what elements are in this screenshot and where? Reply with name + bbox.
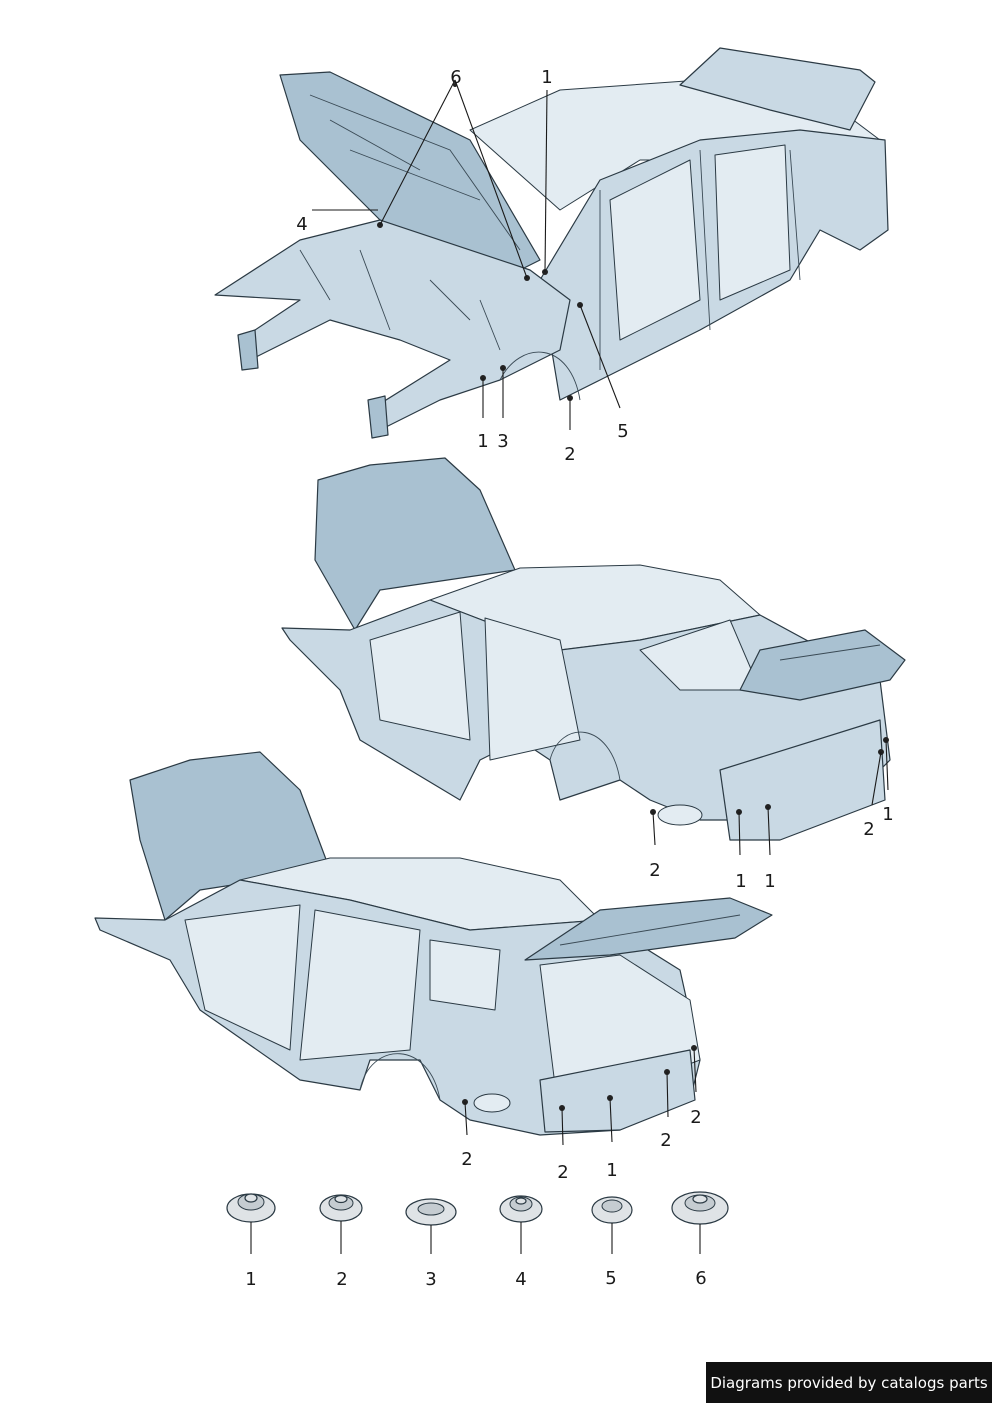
callout-label: 3 xyxy=(497,431,508,452)
part-label: 4 xyxy=(515,1269,526,1290)
part-4-grommet xyxy=(499,1195,543,1254)
part-label: 5 xyxy=(605,1268,616,1289)
part-label: 1 xyxy=(245,1269,256,1290)
callout-label: 1 xyxy=(541,67,552,88)
callout-label: 6 xyxy=(450,67,461,88)
callout-label: 2 xyxy=(461,1149,472,1170)
credit-banner: Diagrams provided by catalogs parts xyxy=(706,1362,992,1403)
part-3-grommet xyxy=(405,1198,457,1254)
callout-label: 1 xyxy=(735,871,746,892)
part-2-grommet xyxy=(319,1194,363,1254)
part-1-grommet xyxy=(226,1193,276,1254)
callout-label: 4 xyxy=(296,214,307,235)
callout-label: 5 xyxy=(617,421,628,442)
callout-label: 1 xyxy=(764,871,775,892)
callout-label: 2 xyxy=(660,1130,671,1151)
callout-label: 2 xyxy=(649,860,660,881)
callout-label: 1 xyxy=(606,1160,617,1181)
part-label: 3 xyxy=(425,1269,436,1290)
front-body-shell-illustration xyxy=(214,47,889,439)
callout-label: 2 xyxy=(690,1107,701,1128)
callout-label: 2 xyxy=(564,444,575,465)
part-label: 6 xyxy=(695,1268,706,1289)
callout-label: 1 xyxy=(477,431,488,452)
part-label: 2 xyxy=(336,1269,347,1290)
sedan-body-shell-illustration xyxy=(281,457,906,856)
estate-body-shell-illustration xyxy=(94,751,773,1146)
part-6-grommet xyxy=(671,1191,729,1254)
callout-label: 2 xyxy=(557,1162,568,1183)
callout-label: 2 xyxy=(863,819,874,840)
part-5-grommet xyxy=(591,1196,633,1254)
callout-label: 1 xyxy=(882,804,893,825)
